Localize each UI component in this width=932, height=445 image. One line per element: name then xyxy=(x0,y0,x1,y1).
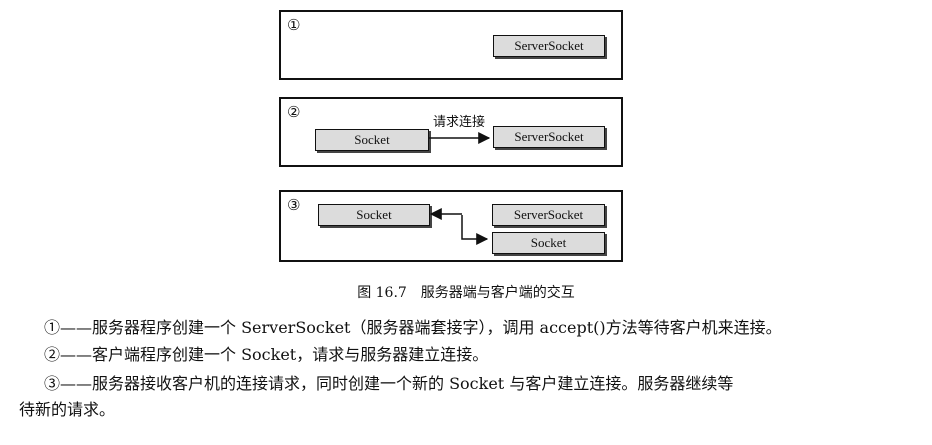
step-number-2: ② xyxy=(287,103,301,121)
panel-2: ② Socket 请求连接 ServerSocket xyxy=(279,97,623,167)
step-number-1: ① xyxy=(287,16,301,34)
paragraph-2: ②——客户端程序创建一个 Socket，请求与服务器建立连接。 xyxy=(44,345,489,364)
panel-1: ① ServerSocket xyxy=(279,10,623,80)
figure-caption: 图 16.7 服务器端与客户端的交互 xyxy=(357,285,575,301)
request-connection-label: 请求连接 xyxy=(433,115,486,130)
server-socket-box: ServerSocket xyxy=(493,126,605,148)
step-number-3: ③ xyxy=(287,196,301,214)
client-socket-box: Socket xyxy=(315,129,429,151)
paragraph-1: ①——服务器程序创建一个 ServerSocket（服务器端套接字），调用 ac… xyxy=(44,318,782,337)
paragraph-3-line-1: ③——服务器接收客户机的连接请求，同时创建一个新的 Socket 与客户建立连接… xyxy=(44,374,734,393)
panel-3: ③ Socket ServerSocket Socket xyxy=(279,190,623,262)
server-socket-box: ServerSocket xyxy=(492,204,605,226)
server-socket-box: ServerSocket xyxy=(493,35,605,57)
new-socket-box: Socket xyxy=(492,232,605,254)
paragraph-3-line-2: 待新的请求。 xyxy=(19,400,116,419)
connection-line xyxy=(461,215,489,245)
client-socket-box: Socket xyxy=(318,204,430,226)
